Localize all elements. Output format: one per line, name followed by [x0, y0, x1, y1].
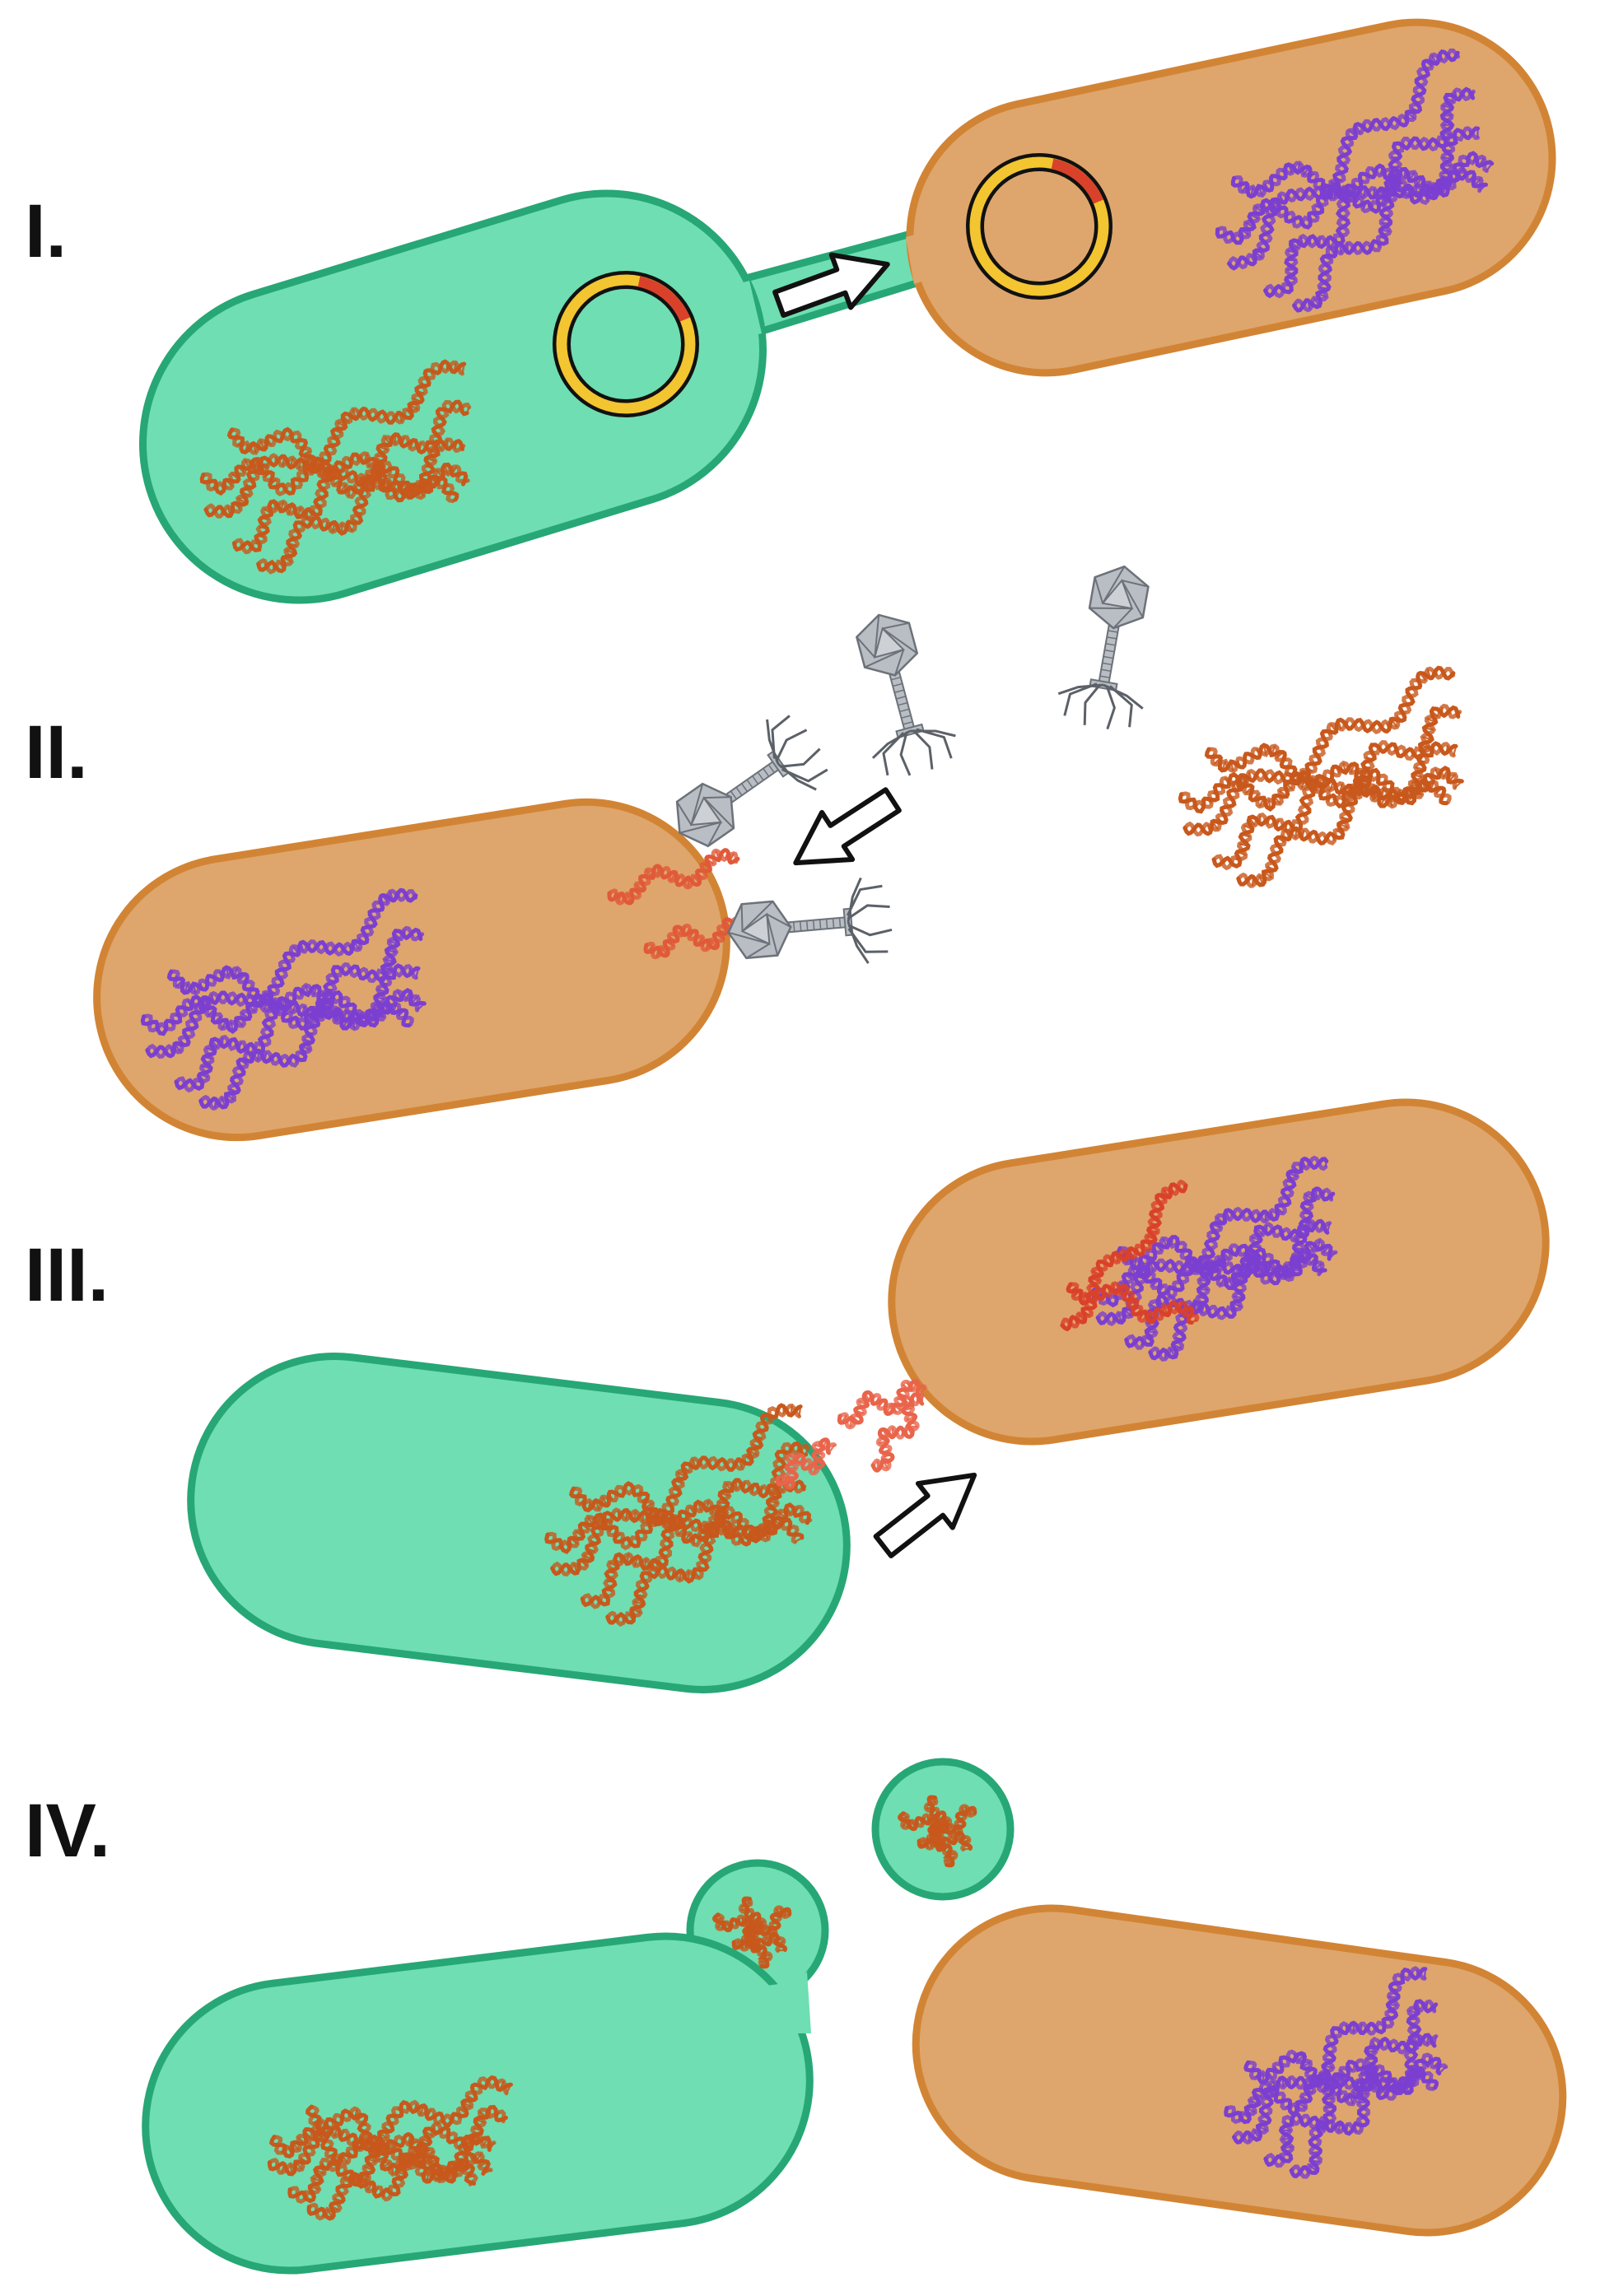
donor-chromosome [267, 2075, 513, 2221]
plasmid-icon [553, 271, 699, 417]
vesicle-dna [898, 1795, 977, 1868]
panel-4: IV. [25, 1758, 1567, 2275]
donor-chromosome [544, 1403, 813, 1627]
donor-chromosome [1178, 665, 1464, 888]
panel-1: I. [25, 18, 1556, 604]
injected-dna [607, 847, 740, 906]
bacteriophage-icon [675, 715, 828, 848]
direction-arrow-icon [873, 1472, 977, 1558]
donor-cell [139, 189, 767, 604]
plasmid-icon [966, 153, 1113, 300]
free-dna-fragment [776, 1437, 837, 1490]
panel-label-3: III. [25, 1233, 109, 1317]
recipient-cell [912, 1904, 1567, 2237]
direction-arrow-icon [772, 252, 890, 319]
panel-2: II. [25, 565, 1464, 1142]
recipient-chromosome [1215, 48, 1495, 313]
panel-label-2: II. [25, 710, 88, 794]
free-dna-fragment [870, 1392, 925, 1473]
direction-arrow-icon [793, 787, 902, 866]
recipient-chromosome [1224, 1966, 1448, 2179]
panel-3: III. [25, 1098, 1550, 1693]
donor-chromosome [199, 359, 472, 575]
bacteriophage-icon [1057, 565, 1150, 730]
integrated-donor-dna [1060, 1179, 1188, 1332]
donor-cell [187, 1353, 851, 1693]
panel-label-1: I. [25, 189, 67, 273]
vesicle-dna [712, 1896, 792, 1969]
recipient-chromosome [140, 887, 427, 1111]
bacteriophage-icon [855, 613, 956, 776]
bacteriophage-icon [727, 877, 893, 964]
panel-label-4: IV. [25, 1789, 110, 1873]
integrated-donor-dna [1066, 1281, 1200, 1325]
free-dna-fragment [837, 1379, 927, 1430]
